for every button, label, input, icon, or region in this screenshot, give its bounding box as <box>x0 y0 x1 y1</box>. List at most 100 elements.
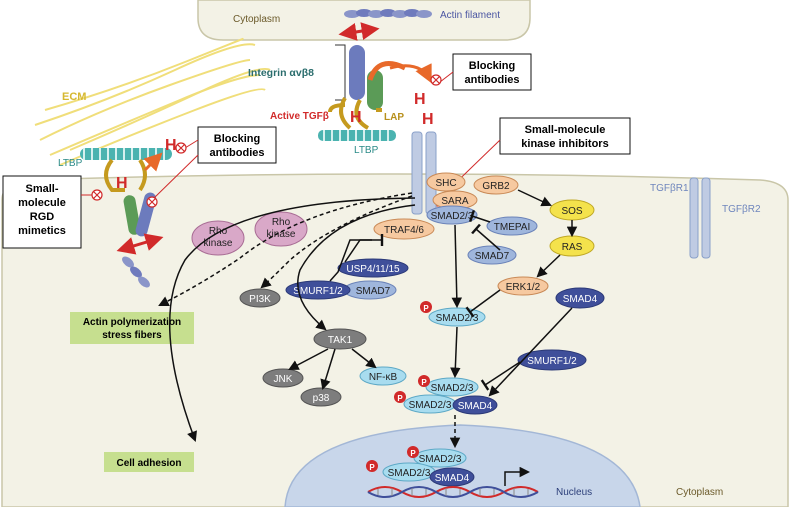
svg-text:Small-: Small- <box>25 183 58 195</box>
svg-text:P: P <box>410 449 416 458</box>
svg-text:JNK: JNK <box>274 374 293 385</box>
dna-helix-icon <box>367 486 539 498</box>
svg-text:Rho: Rho <box>272 217 291 228</box>
tgfbr2-label: TGFβR2 <box>722 204 761 215</box>
grb2-node: GRB2 <box>473 175 519 195</box>
smad4-free-node: SMAD4 <box>555 287 605 309</box>
ecm-label: ECM <box>62 91 86 103</box>
jnk-node: JNK <box>262 368 304 388</box>
svg-text:SMAD2/3: SMAD2/3 <box>431 211 474 222</box>
sos-node: SOS <box>549 199 595 221</box>
inhibition-lines <box>329 209 521 391</box>
svg-text:SOS: SOS <box>561 206 582 217</box>
tgfb-left-icon: H <box>116 175 128 192</box>
tgfbr1-label: TGFβR1 <box>650 183 689 194</box>
svg-text:SMAD2/3: SMAD2/3 <box>431 383 474 394</box>
tmepai-node: TMEPAI <box>486 216 538 236</box>
svg-text:H: H <box>422 111 434 128</box>
ltbp-left-label: LTBP <box>58 158 83 169</box>
svg-text:SMAD7: SMAD7 <box>475 251 510 262</box>
svg-text:Cell adhesion: Cell adhesion <box>116 458 181 469</box>
svg-text:SMAD2/3: SMAD2/3 <box>388 468 431 479</box>
svg-text:RAS: RAS <box>562 242 583 253</box>
transcription-arrow <box>504 466 531 486</box>
svg-text:mimetics: mimetics <box>18 225 66 237</box>
ecm-fibers <box>34 38 271 166</box>
svg-text:antibodies: antibodies <box>464 74 519 86</box>
tak1-node: TAK1 <box>313 328 367 350</box>
svg-text:P: P <box>369 463 375 472</box>
traf-node: TRAF4/6 <box>373 218 435 240</box>
svg-text:p38: p38 <box>313 393 330 404</box>
svg-text:SARA: SARA <box>441 196 469 207</box>
svg-text:SMAD2/3: SMAD2/3 <box>436 313 479 324</box>
sara-node: SARA <box>432 190 478 210</box>
svg-text:SMAD2/3: SMAD2/3 <box>419 454 462 465</box>
pathway-arrows <box>168 189 578 442</box>
ltbp-right-label: LTBP <box>354 145 379 156</box>
p38-node: p38 <box>300 387 342 407</box>
ltbp-right-helix <box>318 130 396 141</box>
top-force-arrow <box>338 22 380 41</box>
svg-text:SMAD7: SMAD7 <box>356 286 391 297</box>
svg-text:USP4/11/15: USP4/11/15 <box>346 264 400 275</box>
smad-complex-nucleus: SMAD2/3 SMAD2/3 SMAD4 P P <box>366 446 475 487</box>
svg-text:NF-κB: NF-κB <box>369 372 398 383</box>
tgfb-released-right-icon: H <box>414 91 426 108</box>
blocking-antibodies-left-box: Blocking antibodies <box>197 126 277 164</box>
svg-text:kinase inhibitors: kinase inhibitors <box>521 138 608 150</box>
svg-text:kinase: kinase <box>204 238 233 249</box>
svg-text:TRAF4/6: TRAF4/6 <box>384 225 424 236</box>
lap-left <box>104 158 125 192</box>
actin-filament-label: Actin filament <box>440 10 500 21</box>
cell-adhesion-box: Cell adhesion <box>104 452 194 472</box>
svg-text:antibodies: antibodies <box>209 147 264 159</box>
svg-text:ERK1/2: ERK1/2 <box>506 282 541 293</box>
nucleus <box>284 424 641 507</box>
svg-text:TAK1: TAK1 <box>328 335 353 346</box>
smurf-node-a: SMURF1/2 <box>285 280 351 300</box>
svg-text:TMEPAI: TMEPAI <box>494 222 530 233</box>
tgfb-active-icon: H <box>350 109 362 126</box>
svg-text:P: P <box>421 378 427 387</box>
svg-text:molecule: molecule <box>18 197 66 209</box>
svg-text:Blocking: Blocking <box>469 60 515 72</box>
svg-text:SMURF1/2: SMURF1/2 <box>293 286 343 297</box>
blocking-antibodies-top-box: Blocking antibodies <box>452 53 532 91</box>
tgfb-receptors-center <box>411 131 437 215</box>
svg-text:PI3K: PI3K <box>249 294 271 305</box>
dashed-arrows <box>158 192 461 449</box>
cytoplasm-bottom-label: Cytoplasm <box>676 487 723 498</box>
svg-text:P: P <box>423 304 429 313</box>
svg-text:Rho: Rho <box>209 226 228 237</box>
ras-node: RAS <box>549 235 595 257</box>
integrin-label: Integrin αvβ8 <box>248 67 314 79</box>
tgfb-released-left-icon: H <box>165 137 177 154</box>
integrin-avb8 <box>349 45 407 110</box>
actin-filament-icon <box>344 9 432 18</box>
nucleus-label: Nucleus <box>556 487 592 498</box>
smad7-node-a: SMAD7 <box>467 245 517 265</box>
cytoplasm-top-label: Cytoplasm <box>233 14 280 25</box>
shc-node: SHC <box>426 172 466 192</box>
smad23-receptor-node: SMAD2/3 <box>426 205 478 225</box>
lap-label: LAP <box>384 112 404 123</box>
psmad23-node: SMAD2/3 P <box>420 301 486 327</box>
svg-text:SMAD4: SMAD4 <box>458 401 493 412</box>
pi3k-node: PI3K <box>239 288 281 308</box>
svg-text:kinase: kinase <box>267 229 296 240</box>
usp-node: USP4/11/15 <box>337 258 409 278</box>
smad7-node-b: SMAD7 <box>343 280 397 300</box>
svg-text:SMURF1/2: SMURF1/2 <box>527 356 577 367</box>
svg-text:RGD: RGD <box>30 211 55 223</box>
active-tgfb-label: Active TGFβ <box>270 111 329 122</box>
nfkb-node: NF-κB <box>359 366 407 386</box>
svg-text:Blocking: Blocking <box>214 133 260 145</box>
svg-text:P: P <box>397 394 403 403</box>
svg-text:SMAD4: SMAD4 <box>563 294 598 305</box>
svg-text:SMAD2/3: SMAD2/3 <box>409 400 452 411</box>
tgfbr-receptors-right <box>689 177 711 259</box>
